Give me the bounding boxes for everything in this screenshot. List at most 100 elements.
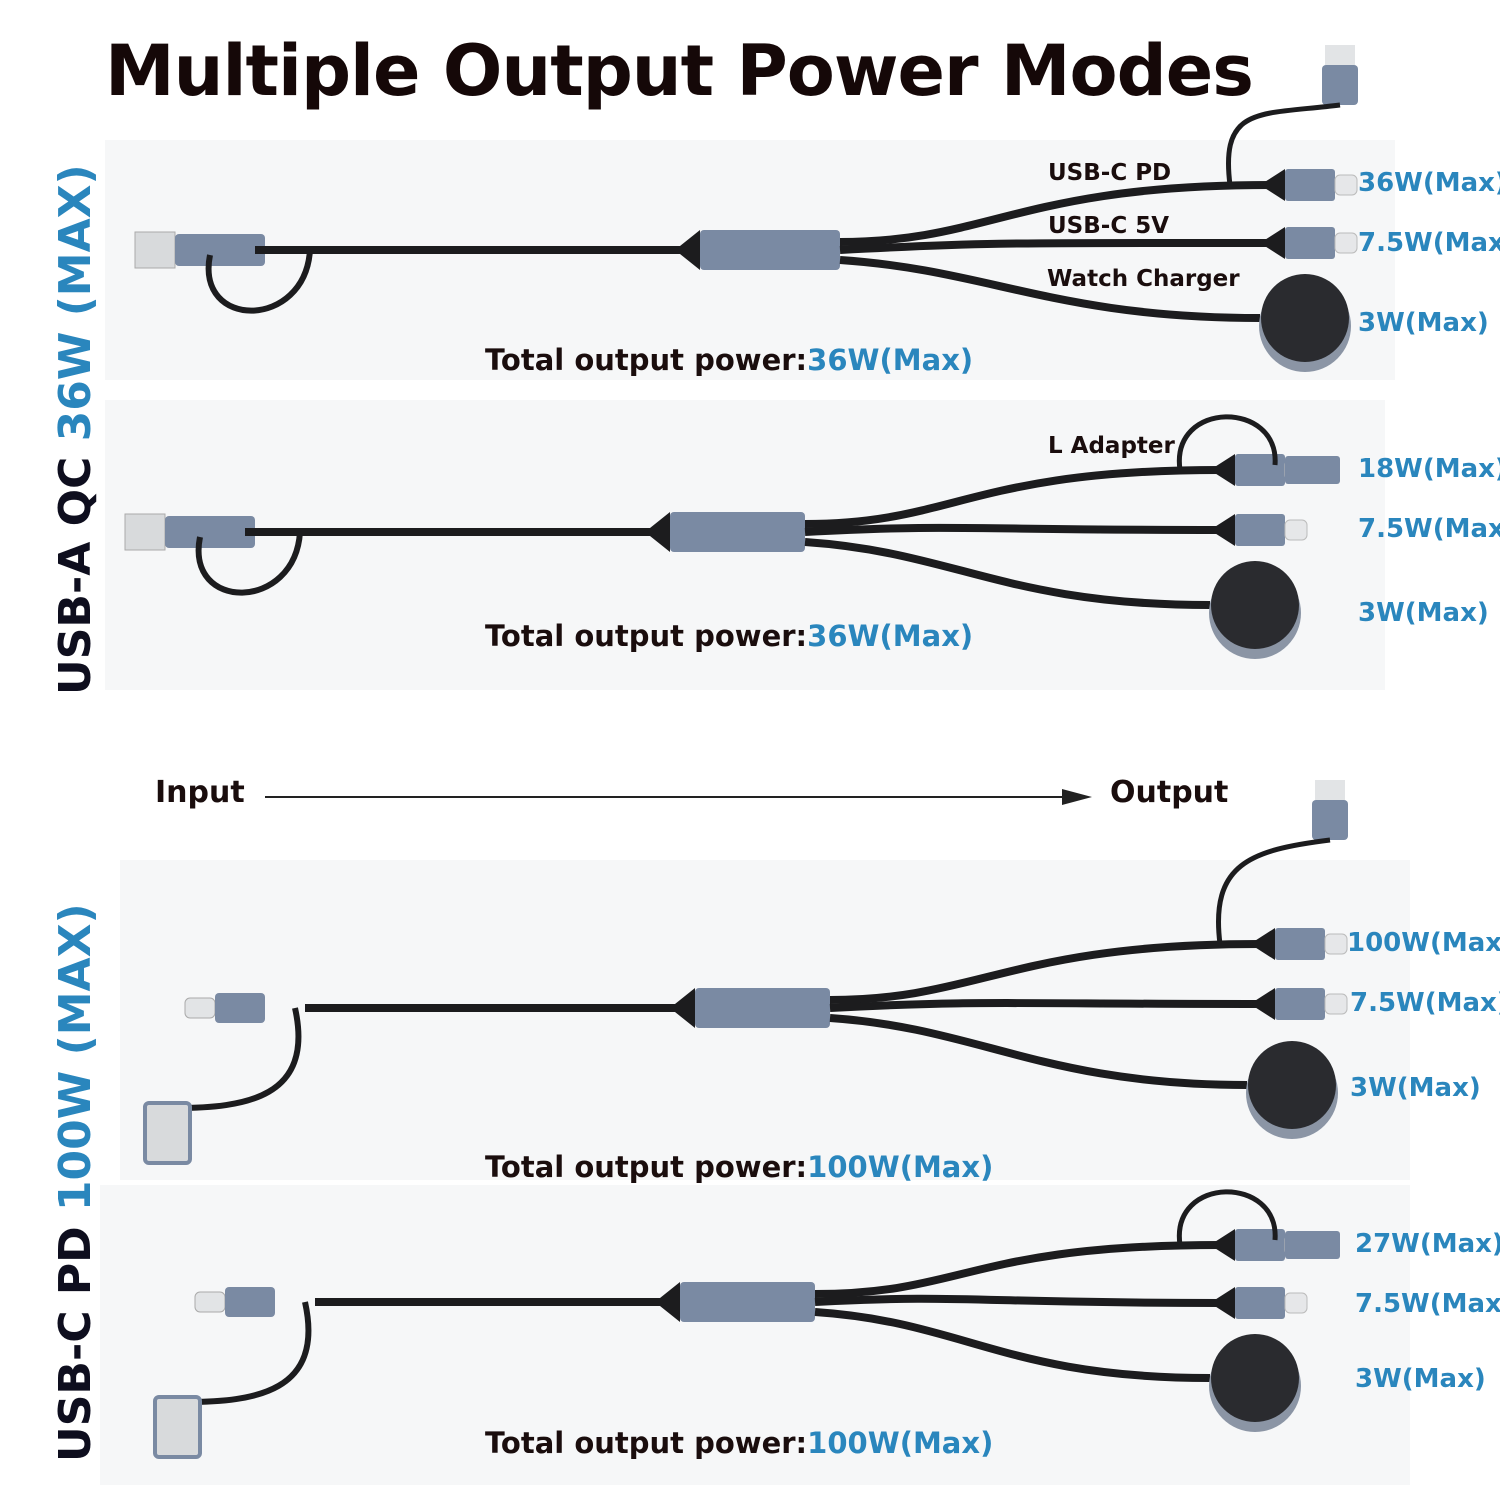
port-label-usb-c-5v: USB-C 5V <box>1048 213 1170 239</box>
total-output: Total output power:100W(Max) <box>485 1150 993 1184</box>
adapter-loop <box>195 531 303 596</box>
output-cable <box>839 181 1271 246</box>
usb-c-housing <box>1235 1287 1285 1319</box>
watch-cable <box>839 256 1261 322</box>
usb-c-housing <box>1235 454 1285 486</box>
page-title: Multiple Output Power Modes <box>105 30 1254 112</box>
section-a-prefix: USB-A QC <box>50 441 101 695</box>
watch-charger-icon <box>1248 1041 1336 1129</box>
output-cable <box>839 238 1271 254</box>
port-label-watch-charger: Watch Charger <box>1047 266 1240 292</box>
output-power: 36W(Max) <box>1358 168 1500 198</box>
lightning-tether <box>1216 837 1331 945</box>
lightning-housing <box>1322 65 1358 105</box>
output-label: Output <box>1110 775 1229 810</box>
output-power: 3W(Max) <box>1358 308 1489 338</box>
usb-a-tether <box>174 1007 302 1111</box>
total-value: 100W(Max) <box>807 1150 994 1184</box>
usb-a-plug-icon <box>153 1395 202 1459</box>
connector-sleeve <box>1260 169 1285 201</box>
total-output: Total output power:36W(Max) <box>485 619 973 653</box>
output-power: 18W(Max) <box>1358 454 1500 484</box>
section-c-prefix: USB-C PD <box>50 1211 101 1462</box>
total-value: 36W(Max) <box>807 619 974 653</box>
total-value: 100W(Max) <box>807 1426 994 1460</box>
l-adapter <box>1285 1231 1340 1259</box>
usb-a-tether <box>184 1301 312 1405</box>
l-adapter-tether <box>1176 1189 1278 1246</box>
lightning-housing <box>1312 800 1348 840</box>
usb-c-plug-icon <box>194 1291 226 1313</box>
adapter-housing <box>165 516 255 548</box>
output-power: 3W(Max) <box>1355 1364 1486 1394</box>
watch-charger-icon <box>1211 1334 1299 1422</box>
usb-c-housing <box>1275 988 1325 1020</box>
connector-sleeve <box>1210 454 1235 486</box>
total-output: Total output power:100W(Max) <box>485 1426 993 1460</box>
total-label: Total output power: <box>485 1150 808 1184</box>
output-cable <box>814 1241 1221 1298</box>
output-power: 7.5W(Max) <box>1358 228 1500 258</box>
usb-c-plug-icon <box>1284 519 1308 541</box>
usb-c-plug-icon <box>1334 232 1358 254</box>
output-power: 7.5W(Max) <box>1350 988 1500 1018</box>
watch-cable <box>814 1308 1211 1382</box>
adapter-housing <box>175 234 265 266</box>
usb-c-plug-icon <box>184 997 216 1019</box>
usb-a-plug-icon <box>134 231 176 269</box>
usb-a-plug-icon <box>143 1101 192 1165</box>
section-c-label: USB-C PD 100W (MAX) <box>50 903 101 1462</box>
hub-sleeve <box>645 512 670 552</box>
usb-c-housing <box>1235 514 1285 546</box>
output-cable <box>804 466 1221 528</box>
port-label-usb-c-pd: USB-C PD <box>1048 160 1172 186</box>
connector-sleeve <box>1210 1229 1235 1261</box>
total-label: Total output power: <box>485 343 808 377</box>
total-label: Total output power: <box>485 619 808 653</box>
connector-sleeve <box>1250 988 1275 1020</box>
usb-a-plug-icon <box>124 513 166 551</box>
section-a-value: 36W (MAX) <box>50 164 101 442</box>
connector-sleeve <box>1260 227 1285 259</box>
usb-c-housing <box>1285 227 1335 259</box>
output-cable <box>829 940 1261 1004</box>
output-power: 100W(Max) <box>1347 928 1500 958</box>
hub-sleeve <box>675 230 700 270</box>
usb-c-housing <box>1285 169 1335 201</box>
input-label: Input <box>155 775 245 810</box>
splitter-hub <box>670 512 805 552</box>
output-power: 7.5W(Max) <box>1358 514 1500 544</box>
usb-c-plug-icon <box>1324 993 1348 1015</box>
total-value: 36W(Max) <box>807 343 974 377</box>
usb-c-housing <box>1235 1229 1285 1261</box>
usb-c-housing <box>1275 928 1325 960</box>
watch-cable <box>829 1014 1248 1089</box>
output-cable <box>804 523 1221 536</box>
splitter-hub <box>700 230 840 270</box>
l-adapter <box>1285 456 1340 484</box>
usb-c-housing <box>225 1287 275 1317</box>
usb-c-housing <box>215 993 265 1023</box>
splitter-hub <box>695 988 830 1028</box>
output-power: 27W(Max) <box>1355 1229 1500 1259</box>
output-power: 3W(Max) <box>1350 1073 1481 1103</box>
usb-c-plug-icon <box>1324 933 1348 955</box>
connector-sleeve <box>1250 928 1275 960</box>
splitter-hub <box>680 1282 815 1322</box>
output-power: 7.5W(Max) <box>1355 1289 1500 1319</box>
watch-cable <box>804 538 1211 609</box>
usb-c-plug-icon <box>1284 1292 1308 1314</box>
lightning-plug-icon <box>1325 45 1355 65</box>
lightning-tether <box>1226 102 1341 186</box>
port-label-l-adapter: L Adapter <box>1048 433 1175 459</box>
adapter-loop <box>205 249 313 314</box>
connector-sleeve <box>1210 1287 1235 1319</box>
watch-charger-icon <box>1211 561 1299 649</box>
hub-sleeve <box>670 988 695 1028</box>
connector-sleeve <box>1210 514 1235 546</box>
total-output: Total output power:36W(Max) <box>485 343 973 377</box>
section-c-value: 100W (MAX) <box>50 903 101 1212</box>
output-power: 3W(Max) <box>1358 598 1489 628</box>
watch-charger-icon <box>1261 274 1349 362</box>
